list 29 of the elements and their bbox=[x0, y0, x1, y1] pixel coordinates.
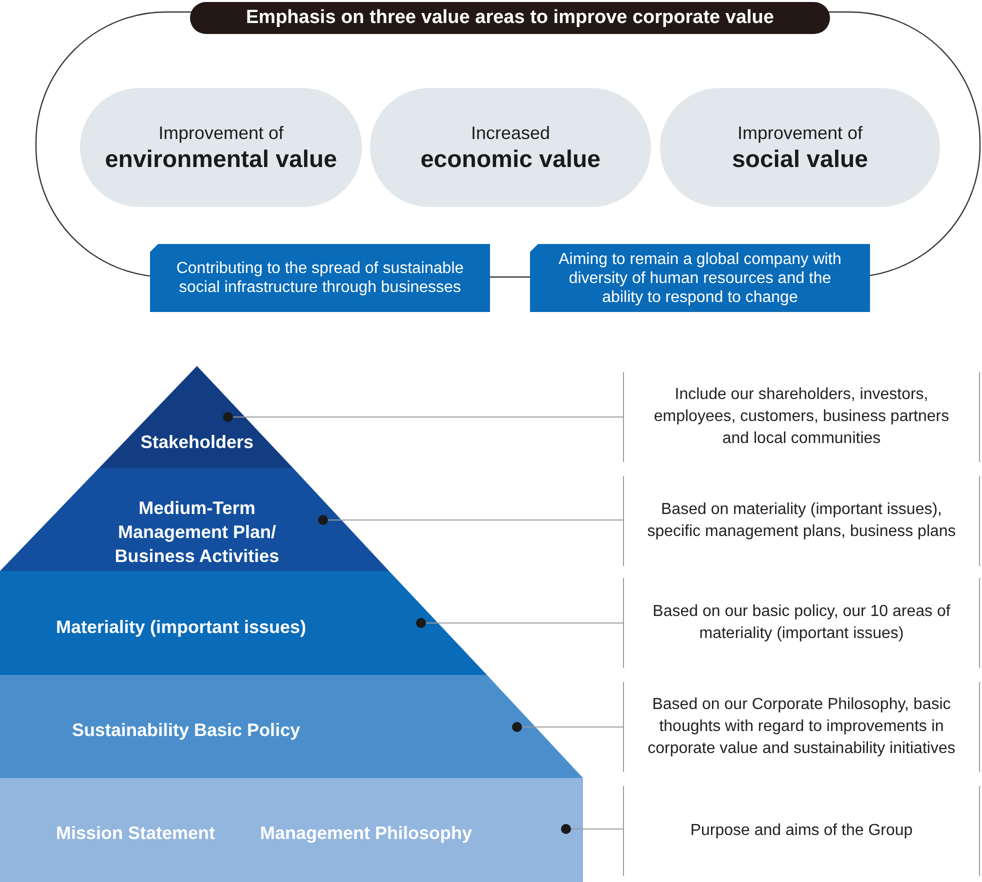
leader-line bbox=[416, 618, 624, 628]
description-text: Based on our Corporate Philosophy, basic thoughts with regard to improvements in corporate value and sustainability initiatives bbox=[623, 682, 980, 772]
description-text: Based on our basic policy, our 10 areas of materiality (important issues) bbox=[623, 578, 980, 668]
title-banner: Emphasis on three value areas to improve corporate value bbox=[190, 2, 830, 34]
pyramid-layer bbox=[0, 778, 583, 882]
leader-line bbox=[512, 722, 624, 732]
oval-heading: social value bbox=[732, 144, 868, 174]
goal-box: Contributing to the spread of sustainable social infrastructure through businesses bbox=[150, 244, 490, 312]
description-text: Purpose and aims of the Group bbox=[623, 786, 980, 876]
pyramid-layer bbox=[0, 675, 583, 778]
oval-subtitle: Increased bbox=[470, 122, 550, 144]
layer-label: Stakeholders bbox=[139, 431, 255, 454]
layer-label: Sustainability Basic Policy bbox=[72, 719, 300, 742]
layer-label: Mission Statement bbox=[56, 822, 216, 845]
leader-line bbox=[223, 412, 624, 422]
layer-label: Materiality (important issues) bbox=[56, 616, 306, 639]
oval-subtitle: Improvement of bbox=[158, 122, 284, 144]
pyramid-layer bbox=[0, 571, 487, 675]
oval-subtitle: Improvement of bbox=[737, 122, 863, 144]
oval-heading: environmental value bbox=[104, 144, 338, 174]
leader-line bbox=[318, 515, 624, 525]
layer-label: Management Philosophy bbox=[260, 822, 472, 845]
goal-box: Aiming to remain a global company with diversity of human resources and the ability to respond to change bbox=[530, 244, 870, 312]
leader-line bbox=[561, 824, 624, 834]
layer-label: Medium-Term Management Plan/ Business Activities bbox=[114, 497, 280, 568]
description-text: Based on materiality (important issues), specific management plans, business plans bbox=[623, 476, 980, 566]
pyramid-layer bbox=[0, 468, 389, 571]
description-text: Include our shareholders, investors, employees, customers, business partners and local communities bbox=[623, 372, 980, 462]
oval-heading: economic value bbox=[420, 144, 601, 174]
